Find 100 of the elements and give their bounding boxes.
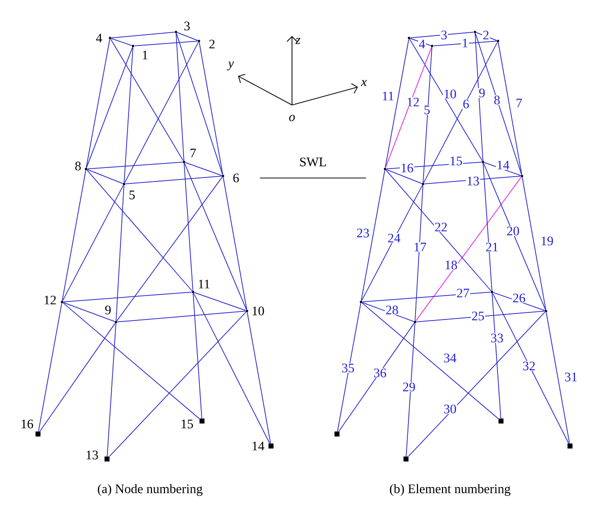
truss-member: [416, 310, 545, 322]
truss-member: [109, 312, 246, 457]
truss-member: [362, 302, 499, 420]
truss-member: [362, 302, 414, 322]
element-number: 12: [406, 97, 420, 107]
element-number: 16: [400, 163, 414, 173]
truss-member: [184, 162, 247, 310]
truss-member: [62, 302, 116, 322]
node-number: 4: [96, 34, 102, 42]
truss-member: [360, 170, 386, 301]
element-number: 2: [482, 30, 490, 40]
truss-member: [522, 177, 546, 310]
truss-member: [385, 46, 432, 168]
element-number: 20: [506, 226, 520, 236]
node-number: 13: [86, 450, 98, 460]
truss-member: [63, 292, 192, 302]
truss-member: [482, 163, 492, 291]
truss-member: [116, 176, 223, 322]
truss-member: [384, 39, 410, 168]
element-number: 29: [402, 382, 416, 392]
truss-member: [194, 292, 246, 311]
element-number: 23: [356, 228, 370, 238]
truss-member: [386, 170, 492, 292]
node-number: 16: [22, 420, 34, 428]
element-number: 5: [423, 105, 431, 115]
node-number: 5: [130, 190, 135, 200]
truss-member: [409, 38, 483, 162]
truss-member: [134, 40, 198, 46]
truss-member: [62, 302, 200, 420]
node-number: 9: [105, 306, 111, 314]
node-number: 12: [44, 296, 56, 304]
truss-member: [337, 303, 362, 432]
element-number: 17: [412, 242, 428, 252]
truss-member: [86, 170, 192, 292]
truss-member: [492, 292, 546, 311]
node-number: 8: [75, 162, 81, 170]
support-square: [404, 456, 408, 462]
element-number: 27: [456, 288, 470, 298]
truss-member: [38, 303, 62, 432]
truss-member: [546, 312, 570, 444]
element-number: 9: [478, 88, 486, 98]
truss-member: [117, 310, 246, 322]
truss-member: [492, 292, 569, 444]
truss-member: [476, 32, 498, 41]
truss-member: [386, 162, 482, 170]
element-number: 13: [466, 176, 480, 186]
element-number: 26: [512, 293, 526, 303]
caption: (b) Element numbering: [390, 484, 510, 496]
element-number: 15: [448, 156, 464, 166]
element-number: 36: [372, 368, 388, 378]
truss-member: [184, 163, 194, 291]
element-number: 18: [444, 260, 458, 270]
truss-member: [176, 32, 198, 41]
node-number: 14: [252, 442, 264, 450]
axis-label: y: [227, 62, 234, 70]
element-number: 1: [461, 38, 469, 48]
element-number: 3: [440, 30, 448, 40]
element-number: 32: [522, 361, 536, 371]
truss-member: [362, 292, 491, 302]
truss-member: [222, 177, 248, 310]
element-number: 11: [381, 91, 395, 101]
support-square: [334, 432, 340, 436]
truss-member: [474, 33, 484, 161]
truss-member: [124, 42, 199, 184]
element-number: 33: [490, 333, 504, 343]
element-number: 7: [515, 98, 523, 108]
node-number: 10: [252, 306, 264, 316]
truss-member: [198, 42, 224, 175]
element-number: 4: [418, 39, 426, 49]
truss-member: [483, 162, 546, 310]
node-number: 2: [209, 40, 215, 48]
truss-member: [193, 292, 270, 444]
truss-member: [86, 169, 124, 184]
truss-member: [424, 176, 521, 184]
node-number: 6: [233, 174, 239, 182]
caption: (a) Node numbering: [98, 484, 202, 496]
truss-member: [433, 40, 497, 46]
element-number: 8: [493, 95, 501, 105]
truss-member: [484, 162, 522, 176]
truss-member: [338, 322, 415, 432]
element-number: 30: [442, 404, 458, 414]
truss-member: [106, 323, 116, 457]
truss-member: [116, 185, 124, 321]
truss-member: [111, 32, 175, 38]
truss-member: [246, 312, 271, 444]
truss-member: [414, 185, 424, 321]
support-square: [498, 418, 504, 424]
element-number: 24: [386, 233, 402, 243]
node-number: 15: [182, 420, 193, 428]
truss-member: [498, 42, 522, 175]
element-number: 14: [496, 160, 510, 170]
truss-member: [125, 176, 222, 184]
element-number: 25: [470, 311, 486, 321]
truss-member: [408, 312, 546, 457]
truss-member: [124, 47, 134, 183]
truss-member: [62, 170, 86, 301]
truss-member: [110, 38, 184, 162]
support-square: [568, 444, 572, 448]
truss-member: [176, 32, 223, 176]
axis-label: z: [295, 38, 300, 44]
